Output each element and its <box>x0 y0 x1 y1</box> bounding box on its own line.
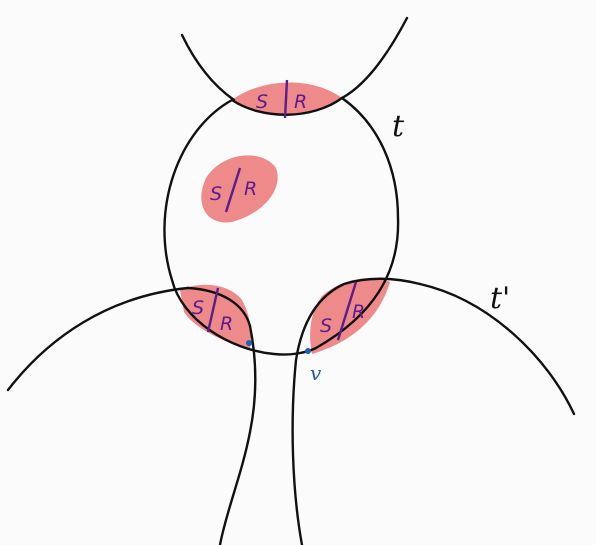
curve-label-t-prime: t' <box>490 281 510 316</box>
blob-r-label: R <box>244 178 257 200</box>
right-lens-r-label: R <box>352 301 365 323</box>
blob-s-label: S <box>210 183 222 205</box>
curve-label-t: t <box>392 109 405 144</box>
top-neck-curve-left <box>182 35 234 100</box>
right-lens-s-label: S <box>320 315 332 337</box>
point-v <box>305 348 311 354</box>
left-lens-r-label: R <box>220 313 233 335</box>
point-label-v: v <box>310 361 322 385</box>
top-neck-curve-right <box>342 18 407 98</box>
lower-curve-t-prime-left <box>8 288 188 390</box>
top-lens-s-label: S <box>256 91 268 113</box>
top-lens-r-label: R <box>294 91 307 113</box>
left-lens-s-label: S <box>192 297 204 319</box>
point-left <box>246 340 252 346</box>
